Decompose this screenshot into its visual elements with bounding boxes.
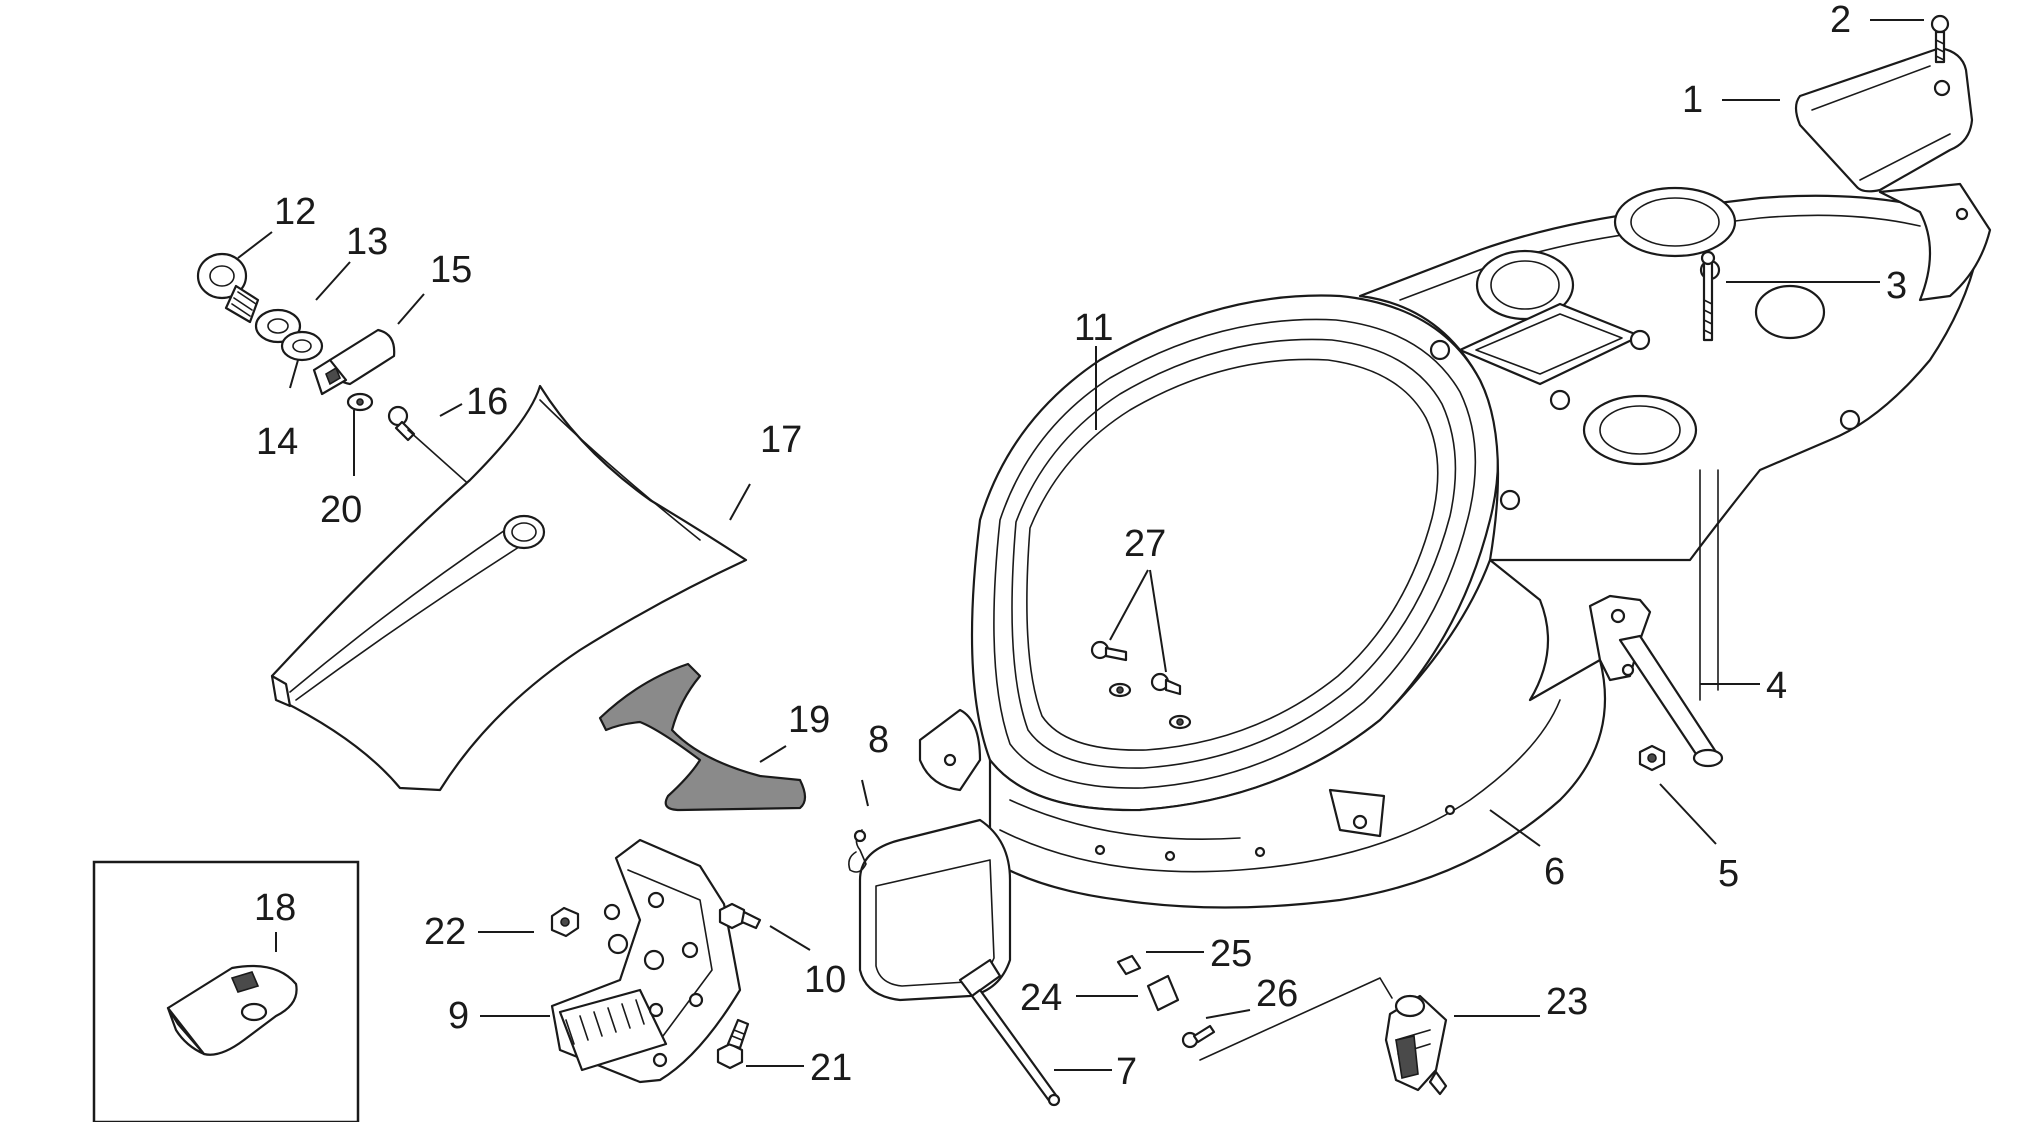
part-19-grey-pad (598, 662, 807, 812)
part-23-connector (1384, 994, 1448, 1096)
part-13-washer-ring (254, 308, 302, 344)
callout-25: 25 (1210, 933, 1252, 975)
part-9-hinge-plate (550, 838, 742, 1084)
part-7-rod (970, 988, 1061, 1107)
callout-13: 13 (346, 221, 388, 263)
part-5-nut (1638, 744, 1666, 772)
callout-21: 21 (810, 1047, 852, 1089)
callout-20: 20 (320, 489, 362, 531)
part-14-spring-ring (280, 330, 324, 362)
callout-10: 10 (804, 959, 846, 1001)
callout-18: 18 (254, 887, 296, 929)
part-18-inset (92, 860, 360, 1122)
part-15-latch (312, 328, 396, 396)
callout-16: 16 (466, 381, 508, 423)
callout-22: 22 (424, 911, 466, 953)
callout-26: 26 (1256, 973, 1298, 1015)
callout-11: 11 (1074, 307, 1113, 349)
part-20-washer (346, 392, 374, 412)
callout-9: 9 (448, 995, 469, 1037)
callout-6: 6 (1544, 851, 1565, 893)
callout-15: 15 (430, 249, 472, 291)
callout-3: 3 (1886, 265, 1907, 307)
callout-17: 17 (760, 419, 802, 461)
callout-7: 7 (1116, 1051, 1137, 1093)
callout-2: 2 (1830, 0, 1851, 41)
callout-labels: 1 2 3 4 5 6 7 8 9 10 11 12 13 14 15 16 1… (254, 0, 1907, 1093)
callout-24: 24 (1020, 977, 1062, 1019)
part-2-screw (1930, 14, 1950, 64)
callout-4: 4 (1766, 665, 1787, 707)
part-27-screws-washers (1090, 640, 1192, 730)
part-17-panel (270, 384, 748, 792)
callout-1: 1 (1682, 79, 1703, 121)
part-4-bracket (1588, 594, 1724, 768)
part-25-rubber-grommet (1116, 954, 1142, 976)
part-22-nut (550, 906, 580, 938)
callout-5: 5 (1718, 853, 1739, 895)
callout-19: 19 (788, 699, 830, 741)
part-1-cover-plate (1794, 46, 1974, 193)
part-10-bolt (718, 902, 762, 930)
part-26-screw (1181, 1024, 1216, 1049)
callout-14: 14 (256, 421, 298, 463)
leader-lines (237, 19, 1924, 1071)
part-11-body-tub (858, 182, 1992, 1002)
connector-wire-line (1199, 977, 1393, 1061)
callout-12: 12 (274, 191, 316, 233)
part-21-bolt (716, 1018, 750, 1070)
callout-23: 23 (1546, 981, 1588, 1023)
part-12-lock-cylinder (196, 252, 260, 324)
part-16-screw (387, 405, 416, 442)
callout-27: 27 (1124, 523, 1166, 565)
part-24-spacer (1146, 974, 1180, 1012)
part-8-pin-clip (848, 829, 867, 873)
callout-8: 8 (868, 719, 889, 761)
